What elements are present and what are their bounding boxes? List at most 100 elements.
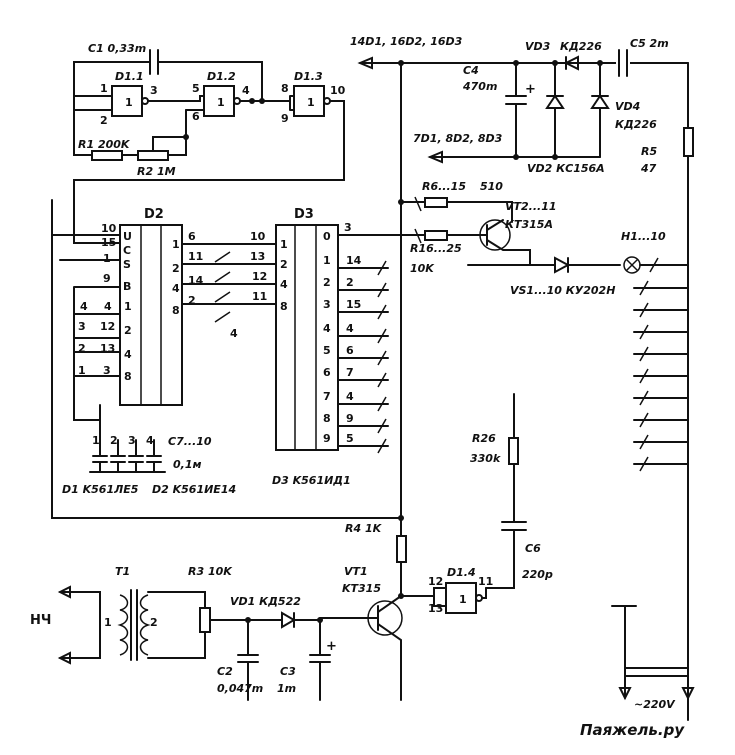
bus-tick (377, 260, 387, 276)
gate-symbol: 1 (459, 593, 467, 606)
c6-label: C6 (525, 542, 541, 555)
diode-vd1 (269, 611, 321, 629)
in-label: 8 (280, 300, 288, 313)
pin-number: 9 (281, 112, 289, 125)
transformer-core (130, 589, 138, 661)
bus-tick (377, 418, 387, 434)
pin-number: 9 (346, 412, 354, 425)
power-supply: 14D1, 16D2, 16D3 VD3 КД226 C5 2m + C4 47… (350, 35, 694, 721)
vd3-type: КД226 (560, 40, 602, 53)
wire (147, 95, 205, 102)
svg-text:+: + (525, 82, 536, 97)
svg-text:+: + (326, 639, 337, 654)
pin-s: S (123, 258, 131, 271)
resistor-r26 (508, 437, 519, 465)
chip-divider (140, 225, 162, 405)
pin-number: 12 (252, 270, 267, 283)
arrow-left (357, 56, 373, 70)
bus-top-label: 14D1, 16D2, 16D3 (350, 35, 463, 48)
vd4-type: КД226 (615, 118, 657, 131)
c6-value: 220p (522, 568, 553, 581)
t1-label: T1 (115, 565, 130, 578)
junction (513, 154, 519, 160)
wire (147, 591, 206, 659)
bus-tick (377, 328, 387, 344)
bus-tick (377, 350, 387, 366)
junction (183, 134, 189, 140)
resistor-r4 (396, 535, 407, 563)
arrow-left (57, 651, 71, 665)
wire-left-loop (51, 199, 402, 519)
cap-pin-number: 1 (92, 434, 100, 447)
pin-number: 5 (192, 82, 200, 95)
c4-label: C4 (463, 64, 479, 77)
pin-number: 4 (346, 390, 354, 403)
pin-4: 4 (124, 348, 132, 361)
bus-tick (377, 282, 387, 298)
pin-number: 2 (78, 342, 86, 355)
pin-number: 13 (428, 602, 443, 615)
d1-2-label: D1.2 (207, 70, 236, 83)
pin-number: 7 (346, 366, 354, 379)
chip-d3 (275, 224, 339, 451)
pin-number: 12 (100, 320, 115, 333)
out-label: 4 (172, 282, 180, 295)
capacitor-c6 (485, 463, 527, 589)
output-bus (633, 287, 689, 465)
chip-divider (294, 225, 317, 450)
capacitor-c4 (505, 62, 527, 158)
svg-text:0: 0 (323, 230, 331, 243)
arrow-down (618, 687, 632, 701)
vd1-label: VD1 КД522 (230, 595, 301, 608)
capacitor-c2 (237, 619, 259, 701)
wire (167, 109, 187, 156)
in-label: 2 (280, 258, 288, 271)
decoder-output-index: 5 (323, 344, 331, 357)
resistor-r1 (91, 150, 123, 161)
pin-number: 11 (188, 250, 203, 263)
d1-3-label: D1.3 (294, 70, 323, 83)
junction (249, 98, 255, 104)
r26-label: R26 (472, 432, 496, 445)
nch-label: НЧ (30, 613, 51, 628)
pin-number: 4 (346, 322, 354, 335)
gate-symbol: 1 (217, 96, 225, 109)
bus-tick (214, 251, 231, 323)
in-label: 4 (280, 278, 288, 291)
r6-label: R6...15 (422, 180, 466, 193)
audio-input: НЧ T1 1 2 R3 10K VD1 КД522 + C2 0,047m C… (30, 565, 337, 701)
pin-number: 11 (252, 290, 267, 303)
c3-value: 1m (277, 682, 296, 695)
pin-number: 6 (188, 230, 196, 243)
input-wires (245, 243, 277, 305)
watermark: Паяжель.ру (580, 721, 685, 739)
resistor-r6-15 (424, 197, 448, 208)
pin-number: 14 (188, 274, 204, 287)
c7-label: C7...10 (168, 435, 212, 448)
pin-c: C (123, 244, 131, 257)
d3-name: D3 K561ИД1 (272, 474, 351, 487)
thyristor-vs (467, 256, 621, 274)
wire (73, 109, 93, 156)
r16-label: R16...25 (410, 242, 462, 255)
capacitor-c9 (128, 439, 144, 473)
feedback-rc: R26 330k C6 220p (470, 393, 553, 589)
vs-label: VS1...10 КУ202Н (510, 284, 615, 297)
wire (73, 95, 113, 111)
vd4-label: VD4 (615, 100, 640, 113)
decoder-output-index: 2 (323, 276, 331, 289)
transformer-coil-1 (117, 594, 129, 656)
pin-number: 1 (100, 82, 108, 95)
pin-number: 6 (346, 344, 354, 357)
oscillator-block: C1 0,33m 1 D1.1 1 2 3 1 D1.2 5 6 4 1 D1.… (73, 42, 346, 201)
potentiometer-r3 (199, 607, 211, 633)
c1-label: C1 0,33m (88, 42, 146, 55)
pin-u: U (123, 230, 132, 243)
arrow-left (427, 150, 443, 164)
pin-number: 1 (103, 252, 111, 265)
